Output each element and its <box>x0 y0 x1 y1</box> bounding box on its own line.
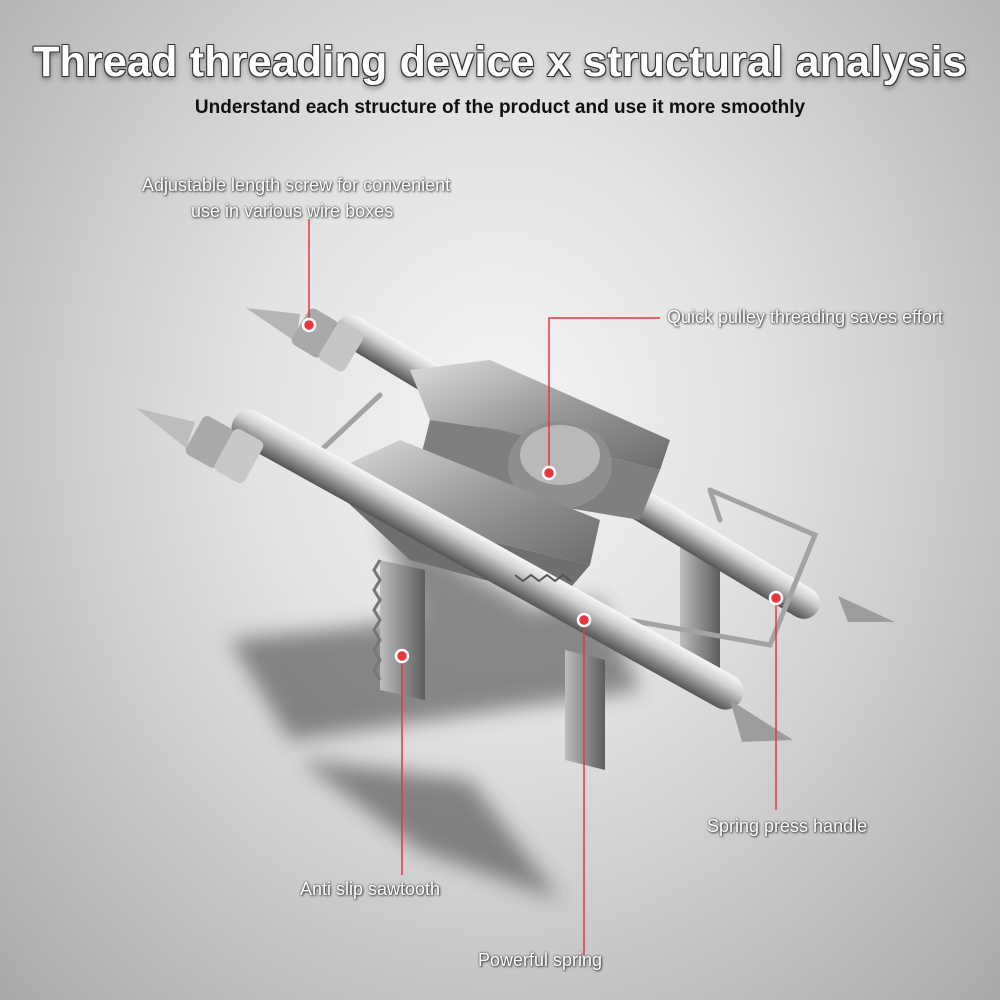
callout-screw-line2: use in various wire boxes <box>191 201 394 221</box>
callout-screw-line1: Adjustable length screw for convenient <box>142 175 451 195</box>
page-subtitle: Understand each structure of the product… <box>194 97 806 118</box>
front-rod <box>231 409 744 710</box>
marker-dots <box>301 317 784 664</box>
marker-dot-handle <box>768 590 784 606</box>
spring-coil <box>514 573 572 583</box>
callout-lines <box>308 219 777 955</box>
back-rod-end-tip <box>838 596 895 622</box>
callout-line-pulley <box>548 317 660 473</box>
callout-handle: Spring press handle <box>707 816 868 836</box>
back-leg <box>680 530 720 690</box>
front-screw-nuts <box>185 416 264 484</box>
pulley-housing <box>410 360 670 520</box>
marker-dot-spring <box>576 612 592 628</box>
sawtooth-leg <box>372 559 425 700</box>
marker-dot-pulley <box>541 465 557 481</box>
marker-dot-screw <box>301 317 317 333</box>
page-title: Thread threading device x structural ana… <box>33 38 967 86</box>
callout-pulley: Quick pulley threading saves effort <box>667 307 943 327</box>
marker-dot-sawtooth <box>394 648 410 664</box>
callout-sawtooth: Anti slip sawtooth <box>300 879 441 899</box>
front-leg <box>565 650 605 770</box>
back-rod-tip <box>246 308 300 342</box>
front-rod-end-tip <box>730 700 793 742</box>
front-rod-tip <box>136 408 195 448</box>
floor-shadow <box>230 520 640 900</box>
callout-spring: Powerful spring <box>478 950 603 970</box>
